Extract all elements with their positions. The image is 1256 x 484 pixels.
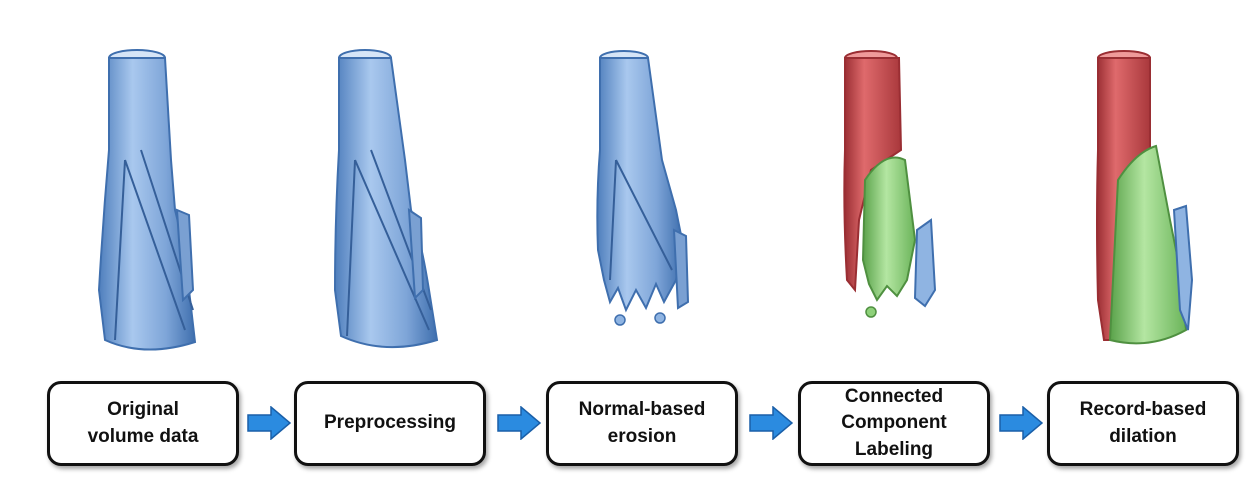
right-arrow-icon <box>497 406 541 440</box>
step-label: Normal-based erosion <box>578 399 706 447</box>
right-arrow-icon <box>247 406 291 440</box>
step-preprocessing: Preprocessing <box>294 381 486 466</box>
step-original-volume: Original volume data <box>47 381 239 466</box>
dilated-components-render <box>1096 50 1194 345</box>
step-label: Connected Component Labeling <box>841 386 947 460</box>
step-label: Record-based dilation <box>1079 399 1207 447</box>
preprocessed-volume-render <box>333 49 439 349</box>
step-connected-component-labeling: Connected Component Labeling <box>798 381 990 466</box>
labeled-components-render <box>843 50 937 318</box>
right-arrow-icon <box>999 406 1043 440</box>
original-volume-render <box>97 49 197 351</box>
eroded-volume-render <box>596 50 690 326</box>
step-label: Original volume data <box>87 399 199 447</box>
step-record-based-dilation: Record-based dilation <box>1047 381 1239 466</box>
step-label: Preprocessing <box>324 412 456 434</box>
step-normal-based-erosion: Normal-based erosion <box>546 381 738 466</box>
right-arrow-icon <box>749 406 793 440</box>
